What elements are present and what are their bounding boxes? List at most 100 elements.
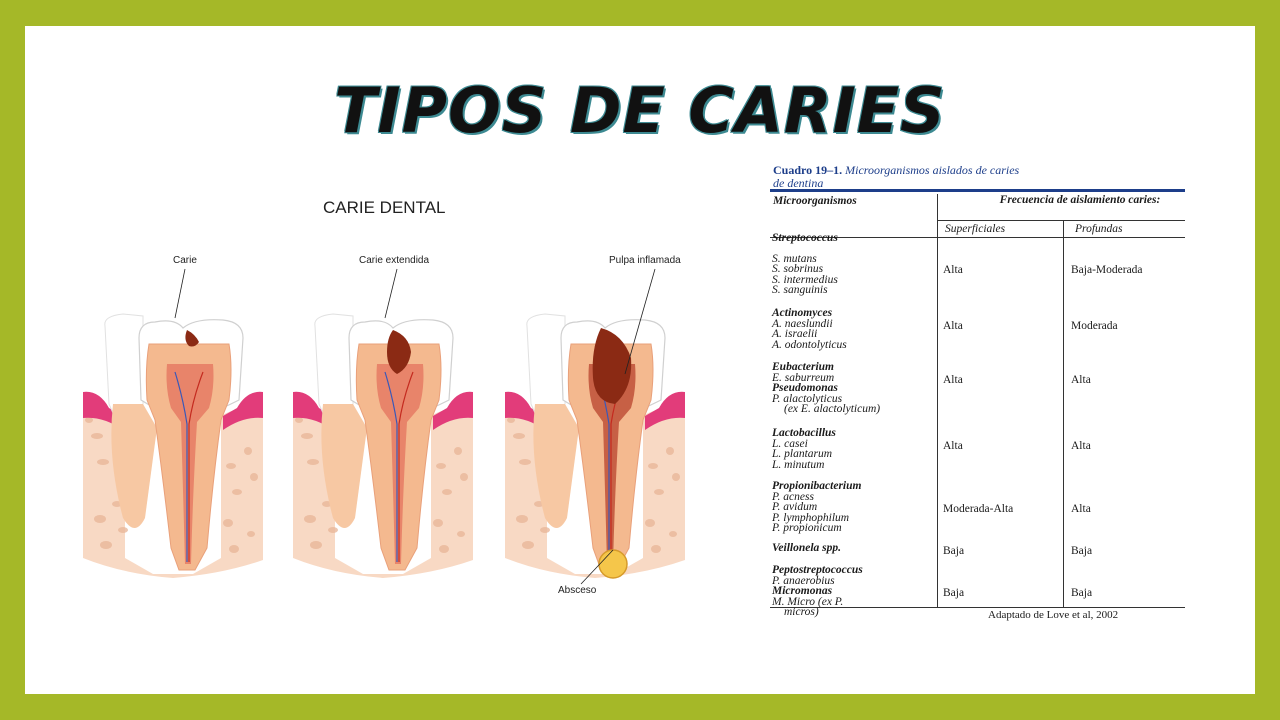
table-caption-number: Cuadro 19–1. xyxy=(773,163,843,177)
bone-pore xyxy=(439,545,449,553)
tooth-nerve-blue xyxy=(174,371,188,562)
caries-lesion xyxy=(592,328,632,404)
species-name: P. propionicum xyxy=(772,522,842,535)
genus-name: Peptostreptococcus xyxy=(772,564,863,576)
bone-pore xyxy=(247,531,255,537)
bone-pore xyxy=(295,417,303,423)
label-pulpa-inflamada: Pulpa inflamada xyxy=(609,255,681,266)
bone-pore xyxy=(328,527,338,533)
tooth-diagram-carie xyxy=(83,313,263,578)
bone-pore xyxy=(519,459,531,465)
table-caption-text: Microorganismos aislados de caries xyxy=(845,163,1020,177)
bone-pore xyxy=(651,545,661,553)
bone-pore xyxy=(516,515,528,523)
species-name: A. naeslundii xyxy=(772,317,833,330)
species-name: S. mutans xyxy=(772,252,817,265)
bone-pore xyxy=(648,463,658,469)
species-name: S. sanguinis xyxy=(772,284,828,297)
species-name: Pseudomonas xyxy=(772,382,838,395)
col-header-microorganismos: Microorganismos xyxy=(773,195,857,207)
bone-pore xyxy=(513,433,525,439)
cell-superficiales: Alta xyxy=(943,374,963,386)
bone-pore xyxy=(250,473,258,481)
cell-profundas: Baja xyxy=(1071,545,1093,557)
gum-right xyxy=(645,391,685,430)
table-source: Adaptado de Love et al, 2002 xyxy=(988,609,1119,621)
bone-pore xyxy=(85,417,93,423)
species-name: L. plantarum xyxy=(772,448,833,461)
species-name: P. lymphophilum xyxy=(772,511,850,524)
cell-profundas: Baja-Moderada xyxy=(1071,264,1143,276)
bone-pore xyxy=(118,527,128,533)
species-name: S. intermedius xyxy=(772,273,838,286)
tooth-vessel-red xyxy=(188,371,204,562)
cell-profundas: Alta xyxy=(1071,440,1091,452)
genus-name: Lactobacillus xyxy=(772,427,836,439)
species-name: S. sobrinus xyxy=(772,263,824,276)
species-name: P. anaerobius xyxy=(772,574,835,587)
bone-pore xyxy=(645,519,655,527)
subheader-superficiales: Superficiales xyxy=(945,223,1006,235)
cell-profundas: Baja xyxy=(1071,587,1093,599)
bone-pore xyxy=(97,459,109,465)
bone-pore xyxy=(654,489,664,495)
tooth-pulp xyxy=(376,364,424,564)
bone-pore xyxy=(91,433,103,439)
bone-pore xyxy=(454,447,462,455)
bone-pore xyxy=(304,515,316,523)
cell-profundas: Moderada xyxy=(1071,320,1118,332)
abscess xyxy=(598,549,628,579)
species-name: L. casei xyxy=(772,437,808,450)
header-bottom-rule xyxy=(770,237,1185,238)
bone-pore xyxy=(232,489,242,495)
bone-pore xyxy=(436,463,446,469)
species-name: micros) xyxy=(784,606,819,619)
back-tooth-root xyxy=(321,404,367,528)
cell-superficiales: Moderada-Alta xyxy=(943,503,1014,515)
back-tooth-root xyxy=(533,404,579,528)
bone-pore xyxy=(223,519,233,527)
table-bottom-rule xyxy=(770,607,1185,608)
cell-profundas: Alta xyxy=(1071,503,1091,515)
back-tooth-root xyxy=(111,404,157,528)
bone-pore xyxy=(522,541,534,549)
tooth-nerve-blue xyxy=(384,371,398,562)
genus-name: Veillonela spp. xyxy=(772,542,842,554)
caries-lesion xyxy=(185,330,199,347)
bone-pore xyxy=(460,473,468,481)
table-row-group: Veillonela spp. xyxy=(772,542,842,554)
species-name: A. israelii xyxy=(772,328,818,341)
species-name: A. odontolyticus xyxy=(772,338,847,351)
species-name: E. saburreum xyxy=(772,371,835,384)
gum-right xyxy=(433,391,473,430)
bone-pore xyxy=(433,519,443,527)
species-name: (ex E. alactolyticum) xyxy=(784,403,881,416)
header-subrule xyxy=(938,220,1185,221)
bone-pore xyxy=(307,459,319,465)
species-name: P. avidum xyxy=(772,501,818,514)
cell-superficiales: Alta xyxy=(943,440,963,452)
tooth-vessel-red xyxy=(398,371,414,562)
species-name: Micromonas xyxy=(772,585,833,598)
bone-pore xyxy=(301,433,313,439)
bone-pore xyxy=(229,545,239,553)
label-carie-extendida: Carie extendida xyxy=(359,255,430,266)
slide-frame: TIPOS DE CARIES CARIE DENTAL Carie Carie… xyxy=(25,26,1255,694)
bone-pore xyxy=(310,541,322,549)
bone-pore xyxy=(457,531,465,537)
cell-superficiales: Alta xyxy=(943,264,963,276)
microorganisms-table: Cuadro 19–1. Microorganismos aislados de… xyxy=(770,160,1255,630)
tooth-pulp xyxy=(166,364,214,564)
genus-name: Actinomyces xyxy=(772,307,833,319)
col-divider-1 xyxy=(937,194,938,607)
genus-name: Streptococcus xyxy=(772,232,838,244)
table-top-rule xyxy=(770,189,1185,192)
tooth-diagram-carie-extendida xyxy=(293,313,473,578)
species-name: P. alactolyticus xyxy=(772,392,843,405)
bone-pore xyxy=(226,463,236,469)
